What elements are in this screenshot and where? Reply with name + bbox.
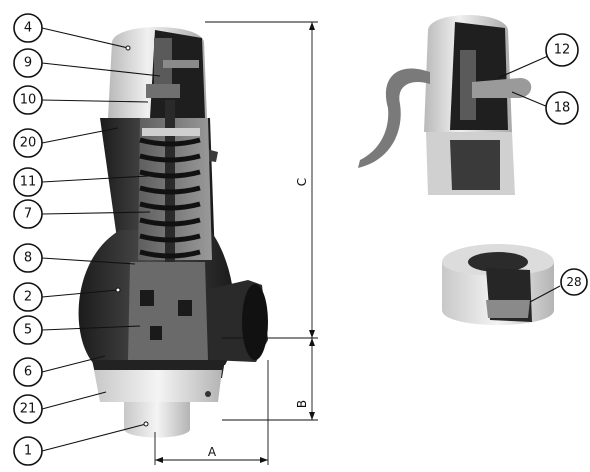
lever-cap-lower-cut [450,140,500,190]
callout-11-label: 11 [20,175,37,190]
callout-21: 21 [13,394,43,424]
callout-10-label: 10 [20,93,37,108]
lever-cap-detail [358,15,532,195]
callout-12-label: 12 [554,43,571,58]
main-valve [78,27,268,438]
callout-4: 4 [13,13,43,43]
callout-12: 12 [545,33,579,67]
lock-nut [146,84,180,98]
callout-8-label: 8 [24,251,32,266]
inlet-nozzle [124,402,190,438]
spring-plate [142,128,200,136]
dimension-b: B [222,338,318,421]
ring-detail [442,244,554,325]
guide-window-1 [140,290,154,306]
guide-window-3 [150,326,162,340]
lift-lever [358,68,430,168]
lever-pin [163,60,199,68]
callout-21-label: 21 [20,402,37,417]
callout-6-label: 6 [24,365,32,380]
adjusting-ring [94,370,222,402]
leader-lines [41,27,561,452]
callout-20-label: 20 [20,136,37,151]
spring [139,137,201,259]
callout-2: 2 [13,282,43,312]
callout-4-label: 4 [24,21,32,36]
ring-screw [205,391,211,397]
ring-disc [486,300,530,318]
lever-cap-screw [460,50,476,120]
guide-window-2 [178,300,192,316]
callout-1: 1 [13,436,43,466]
callout-5-label: 5 [24,323,32,338]
dimension-a-label: A [208,445,217,459]
lever-cap-cutaway [450,22,508,130]
callout-5: 5 [13,315,43,345]
callout-8: 8 [13,243,43,273]
callout-28: 28 [560,268,588,296]
callout-7-label: 7 [24,207,32,222]
callout-9-label: 9 [24,56,32,71]
ring-bore [468,252,528,272]
outlet-opening [242,284,268,360]
callout-20: 20 [13,128,43,158]
callout-6: 6 [13,357,43,387]
dimension-c: C [205,21,318,339]
callout-1-label: 1 [24,444,32,459]
callout-2-label: 2 [24,290,32,305]
callout-11: 11 [13,167,43,197]
guide [128,262,208,360]
dimension-c-label: C [295,178,309,186]
dimension-b-label: B [295,400,309,408]
lever-cam [472,78,532,98]
callout-9: 9 [13,48,43,78]
callout-18: 18 [545,91,579,125]
dimension-a: A [154,360,269,465]
callout-7: 7 [13,199,43,229]
callout-18-label: 18 [554,101,571,116]
callout-10: 10 [13,85,43,115]
callout-28-label: 28 [566,275,581,289]
